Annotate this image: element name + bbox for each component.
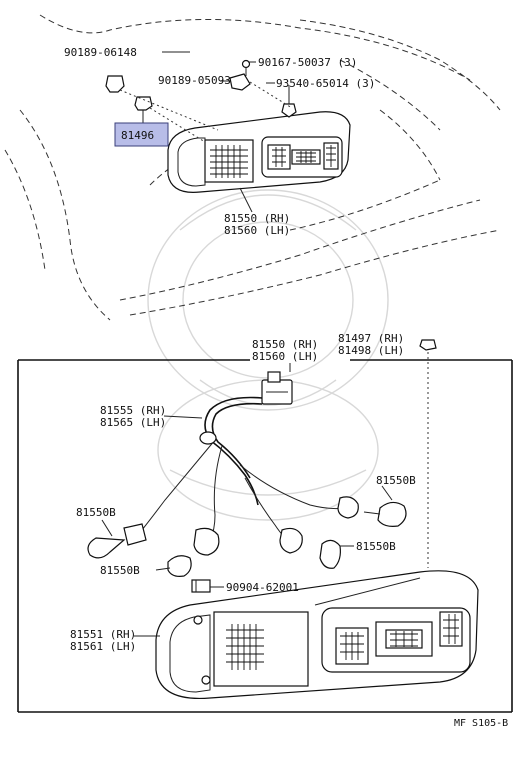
nut-93540-65014 bbox=[281, 103, 297, 118]
bulb-81550b-lower-left bbox=[167, 555, 192, 577]
part-81496-highlight bbox=[114, 122, 169, 147]
label-90904-62001: 90904-62001 bbox=[226, 581, 299, 594]
label-81550-rh-top: 81550 (RH) bbox=[224, 212, 290, 225]
bulb-socket-right bbox=[337, 496, 359, 519]
bulb-socket-left bbox=[87, 523, 147, 559]
fuse-90904-62001 bbox=[191, 579, 211, 593]
nut-90189-05093 bbox=[229, 73, 251, 91]
label-81565-lh: 81565 (LH) bbox=[100, 416, 166, 429]
label-81497-rh: 81497 (RH) bbox=[338, 332, 404, 345]
label-81550b-right: 81550B bbox=[376, 474, 416, 487]
bulb-socket-middle bbox=[193, 527, 220, 556]
diagram-code: MF S105-B bbox=[454, 718, 508, 729]
label-81555-rh: 81555 (RH) bbox=[100, 404, 166, 417]
label-90189-06148: 90189-06148 bbox=[64, 46, 137, 59]
screw-90167-50037 bbox=[241, 59, 251, 76]
label-81550b-lower-right: 81550B bbox=[356, 540, 396, 553]
label-81550-rh-box: 81550 (RH) bbox=[252, 338, 318, 351]
bulb-socket-lower-middle bbox=[279, 527, 303, 554]
label-90189-05093: 90189-05093 bbox=[158, 74, 231, 87]
clip-81497 bbox=[419, 339, 437, 351]
label-81560-lh-box: 81560 (LH) bbox=[252, 350, 318, 363]
label-81550b-left: 81550B bbox=[76, 506, 116, 519]
bulb-81550b-right bbox=[363, 501, 407, 527]
top-lamp-reflector-grid bbox=[210, 145, 248, 178]
label-81550b-lower-left: 81550B bbox=[100, 564, 140, 577]
harness-connector bbox=[261, 371, 293, 405]
top-tail-lamp-assembly bbox=[167, 111, 351, 193]
exploded-view-frame bbox=[17, 359, 513, 713]
wire-harness-81555 bbox=[137, 396, 346, 541]
label-81561-lh: 81561 (LH) bbox=[70, 640, 136, 653]
label-90167-50037: 90167-50037 (3) bbox=[258, 56, 357, 69]
label-93540-65014: 93540-65014 (3) bbox=[276, 77, 375, 90]
fastener-90189-06148 bbox=[105, 75, 125, 93]
bottom-tail-lamp-assembly bbox=[155, 570, 479, 700]
bulb-81550b-lower-right bbox=[319, 539, 341, 569]
label-81498-lh: 81498 (LH) bbox=[338, 344, 404, 357]
bottom-lamp-reflector-grid bbox=[226, 624, 264, 670]
bulb-socket-81496 bbox=[134, 96, 153, 122]
label-81496: 81496 bbox=[121, 129, 154, 142]
label-81551-rh: 81551 (RH) bbox=[70, 628, 136, 641]
label-81560-lh-top: 81560 (LH) bbox=[224, 224, 290, 237]
